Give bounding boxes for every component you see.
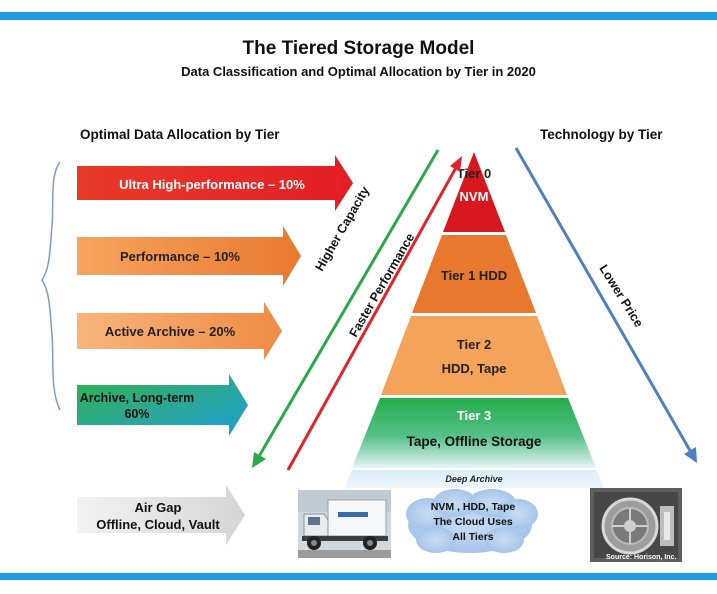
tier-1-block [412,235,536,313]
cloud-text-line2: The Cloud Uses [433,516,513,528]
allocation-label-archive-line1: Archive, Long-term [80,391,195,405]
allocation-label-air-gap-line1: Air Gap [135,500,182,515]
allocation-label-archive-line2: 60% [124,407,149,421]
cloud-text-line3: All Tiers [452,531,493,543]
vault-door-icon [590,488,682,562]
lower-price-label: Lower Price [596,262,645,330]
tier-3-label-line1: Tier 3 [457,408,491,423]
diagram-title: The Tiered Storage Model [242,38,475,59]
allocation-label-active-archive: Active Archive – 20% [105,324,236,339]
bottom-rule [0,573,717,580]
vault-photo [590,488,682,562]
photo-credit: Source: Horison, Inc. [606,554,677,561]
tier-2-label-line1: Tier 2 [457,337,491,352]
delivery-truck-icon [298,490,391,558]
tier-2-block [381,316,567,395]
tier-2-label-line2: HDD, Tape [442,361,507,376]
faster-performance-arrow [286,156,462,471]
allocation-arrow-ultra [77,155,353,211]
cloud-shape [406,489,538,553]
allocation-arrow-air-gap [77,485,245,545]
tier-1-label: Tier 1 HDD [441,268,507,283]
truck-photo [298,490,391,558]
allocation-label-ultra: Ultra High-performance – 10% [119,177,305,192]
deep-archive-label: Deep Archive [445,474,502,484]
lower-price-arrow [514,147,697,463]
allocation-arrow-performance [77,226,301,286]
allocation-label-air-gap-line2: Offline, Cloud, Vault [96,517,220,532]
cloud-text-line1: NVM , HDD, Tape [431,501,516,513]
top-rule [0,12,717,20]
tier-0-label-line2: NVM [460,189,489,204]
right-heading: Technology by Tier [540,127,663,142]
tier-0-block [443,152,505,232]
deep-archive-band [344,470,604,488]
allocation-arrow-archive [77,374,248,436]
diagram-subtitle: Data Classification and Optimal Allocati… [181,64,536,79]
tier-3-label-line2: Tape, Offline Storage [407,434,542,449]
allocation-label-performance: Performance – 10% [120,249,240,264]
allocation-arrow-active-archive [77,302,282,360]
tier-0-label-line1: Tier 0 [457,166,491,181]
left-heading: Optimal Data Allocation by Tier [80,127,280,142]
tier-3-block [352,398,596,468]
higher-capacity-arrow [252,149,440,468]
left-brace [41,161,61,411]
